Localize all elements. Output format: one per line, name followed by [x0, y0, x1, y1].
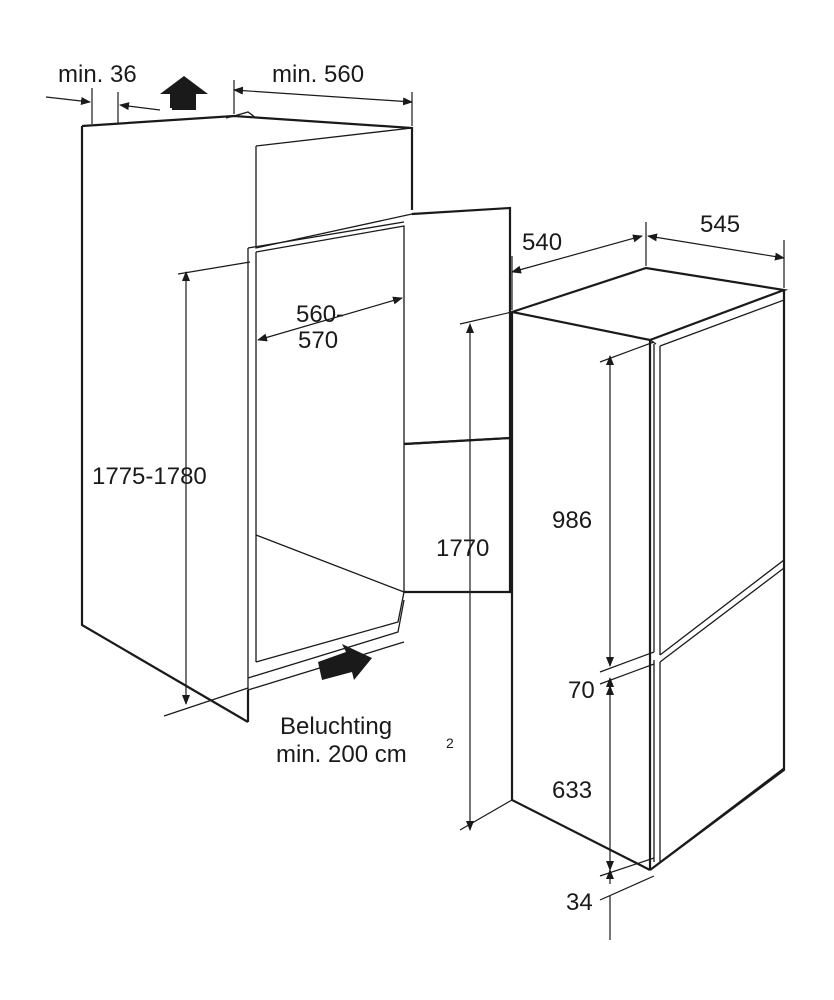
label-bottom-gap: 34 [566, 889, 593, 916]
label-ventilation-superscript: 2 [446, 735, 454, 751]
label-upper-door: 986 [552, 507, 592, 534]
dimension-labels: min. 36 min. 560 560- 570 1775-1780 1770… [58, 61, 740, 916]
label-niche-width-1: 560- [296, 301, 344, 328]
label-door-gap: 70 [568, 677, 595, 704]
label-appliance-depth: 545 [700, 211, 740, 238]
niche-cabinet [80, 111, 512, 723]
label-lower-door: 633 [552, 777, 592, 804]
dimension-lines [45, 80, 785, 940]
label-min-560: min. 560 [272, 61, 364, 88]
label-ventilation-area: min. 200 cm [276, 741, 407, 768]
label-appliance-height: 1770 [436, 535, 489, 562]
ventilation-out-arrow-icon [160, 76, 208, 110]
refrigerator [507, 266, 789, 871]
label-appliance-width: 540 [522, 229, 562, 256]
label-ventilation-title: Beluchting [280, 713, 392, 740]
label-niche-height: 1775-1780 [92, 463, 207, 490]
label-niche-width-2: 570 [298, 327, 338, 354]
label-min-36: min. 36 [58, 61, 137, 88]
ventilation-in-arrow-icon [318, 644, 372, 680]
